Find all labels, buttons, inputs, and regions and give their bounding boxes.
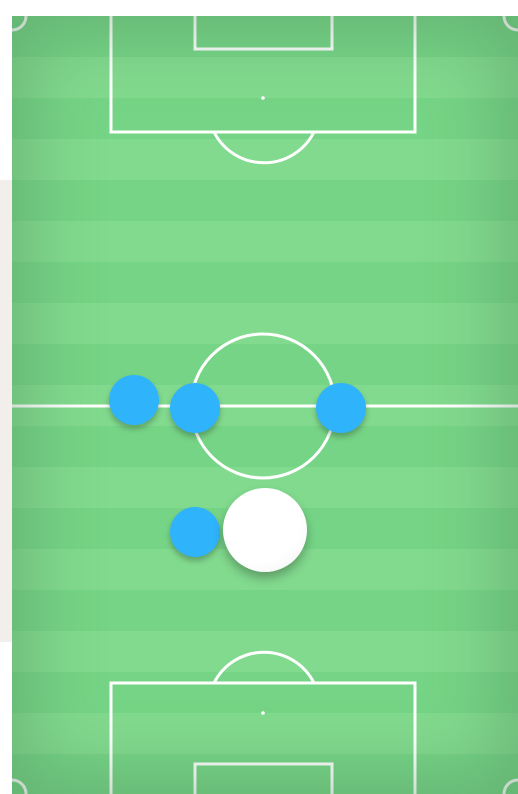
top-goal-box — [195, 16, 332, 49]
bottom-penalty-arc — [214, 652, 314, 683]
player-token[interactable] — [170, 383, 220, 433]
player-token[interactable] — [170, 507, 220, 557]
soccer-pitch[interactable] — [12, 16, 518, 794]
top-penalty-arc — [214, 132, 314, 163]
top-penalty-spot — [261, 96, 265, 100]
ball[interactable] — [223, 488, 307, 572]
pitch-markings — [12, 16, 518, 794]
corner-arc-top-left — [12, 16, 26, 30]
corner-arc-bottom-left — [12, 780, 26, 794]
corner-arc-bottom-right — [504, 780, 518, 794]
top-penalty-box — [111, 16, 415, 132]
bottom-penalty-box — [111, 683, 415, 794]
player-token[interactable] — [109, 375, 159, 425]
corner-arc-top-right — [504, 16, 518, 30]
bottom-penalty-spot — [261, 711, 265, 715]
player-token[interactable] — [316, 383, 366, 433]
bottom-goal-box — [195, 764, 332, 794]
side-panel — [0, 180, 12, 642]
